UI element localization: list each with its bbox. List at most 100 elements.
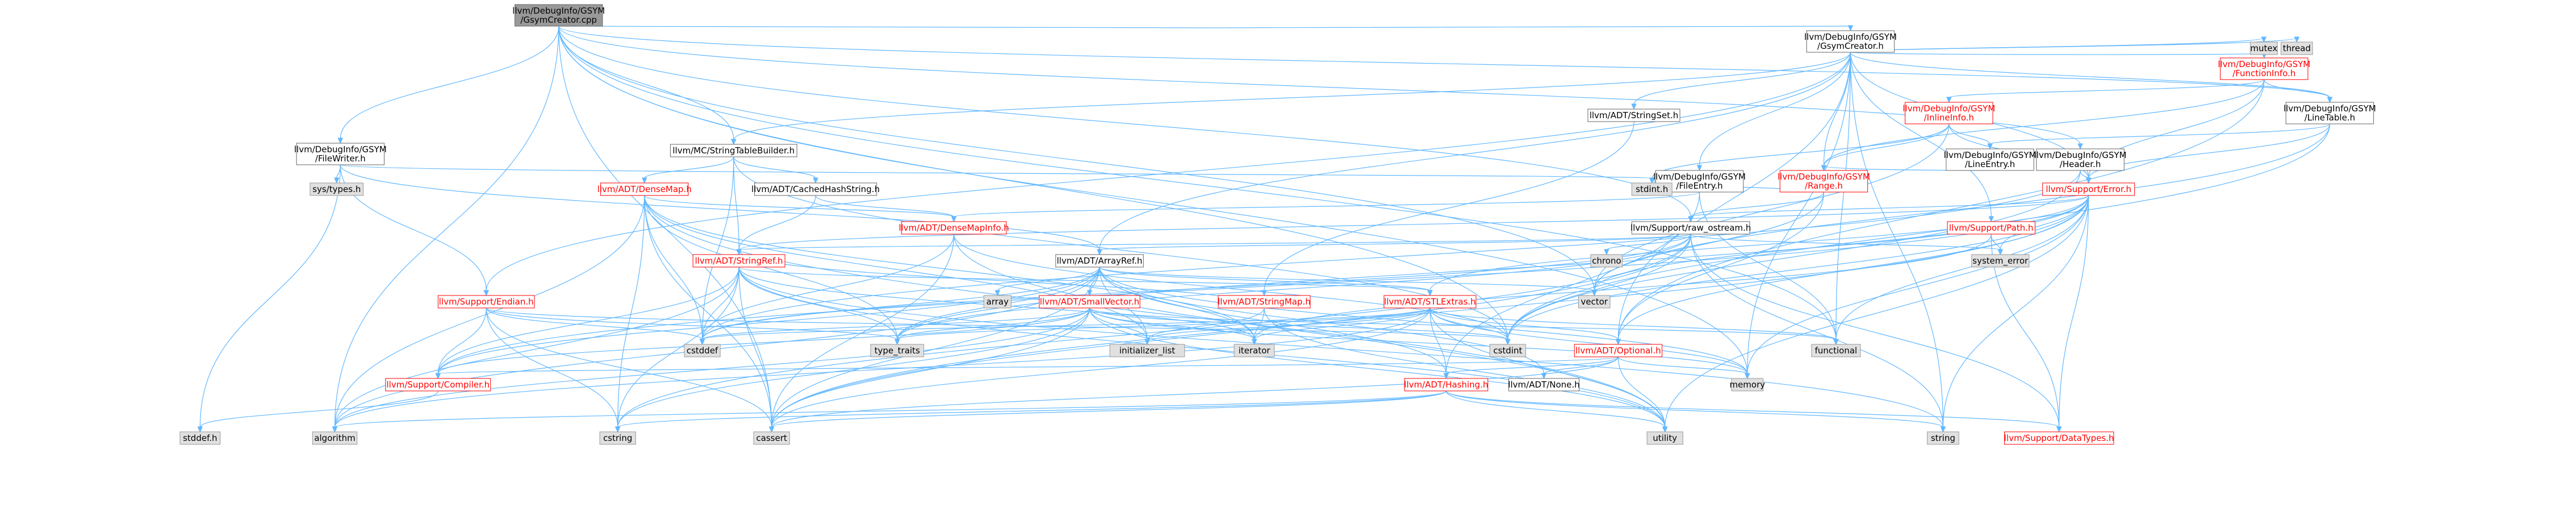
node-stddef-h[interactable]: stddef.h (179, 431, 221, 445)
node-cstdint[interactable]: cstdint (1489, 344, 1527, 357)
edge-line (617, 195, 645, 428)
edge-line (1690, 191, 1825, 218)
node-mutex[interactable]: mutex (2249, 41, 2278, 55)
edge-arrowhead (1997, 249, 2004, 256)
node-thread[interactable]: thread (2281, 41, 2313, 55)
node-error-h[interactable]: llvm/Support/Error.h (2042, 182, 2135, 196)
edge-root-to-gsymcreator-h (558, 25, 1854, 32)
node-cachedhashstring-h[interactable]: llvm/ADT/CachedHashString.h (751, 182, 880, 196)
node-cstring[interactable]: cstring (599, 431, 636, 445)
node-box (1905, 102, 1993, 124)
dependency-edges (197, 25, 2333, 433)
edge-line (1429, 307, 1619, 340)
edge-line (771, 307, 1431, 428)
edge-line (1948, 123, 1990, 145)
node-utility[interactable]: utility (1646, 431, 1683, 445)
node-stdint-h[interactable]: stdint.h (1631, 182, 1672, 196)
node-linetable-h[interactable]: llvm/DebugInfo/GSYM/LineTable.h (2284, 102, 2376, 124)
node-box (1574, 344, 1663, 357)
node-vector[interactable]: vector (1578, 295, 1611, 309)
node-box (1404, 378, 1488, 391)
edge-arrowhead (337, 138, 344, 144)
node-header-h[interactable]: llvm/DebugInfo/GSYM/Header.h (2034, 148, 2127, 171)
node-raw-ostream-h[interactable]: llvm/Support/raw_ostream.h (1630, 221, 1751, 235)
edge-line (1747, 52, 1851, 374)
node-box (312, 431, 358, 445)
node-label: cstddef (687, 345, 718, 356)
node-label: functional (1815, 345, 1858, 356)
edge-endian-h-to-cstring (486, 307, 621, 433)
node-functioninfo-h[interactable]: llvm/DebugInfo/GSYM/FunctionInfo.h (2218, 57, 2310, 80)
edge-line (1835, 195, 2089, 340)
edge-line (1099, 52, 1851, 251)
edge-raw-ostream-h-to-cstring (614, 234, 1691, 433)
node-datatypes-h[interactable]: llvm/Support/DataTypes.h (2004, 431, 2114, 445)
edge-line (340, 26, 559, 139)
node-memory[interactable]: memory (1729, 378, 1765, 391)
edge-line (701, 307, 1431, 340)
edge-line (1429, 307, 1837, 340)
node-box (753, 431, 790, 445)
edge-line (738, 234, 1691, 251)
edge-inlineinfo-h-to-vector (1591, 123, 1950, 297)
edge-line (738, 195, 816, 251)
node-sys-types-h[interactable]: sys/types.h (310, 182, 364, 196)
edge-line (334, 307, 1431, 428)
edge-line (1850, 37, 2264, 53)
edge-stlextras-h-to-utility (1429, 307, 1668, 433)
node-endian-h[interactable]: llvm/Support/Endian.h (437, 295, 535, 309)
node-initializer-list[interactable]: initializer_list (1109, 344, 1185, 357)
node-filewriter-h[interactable]: llvm/DebugInfo/GSYM/FileWriter.h (294, 143, 387, 165)
edge-arrowhead (1541, 373, 1547, 380)
edge-line (1099, 234, 1691, 251)
node-compiler-h[interactable]: llvm/Support/Compiler.h (385, 378, 491, 391)
node-stringref-h[interactable]: llvm/ADT/StringRef.h (692, 254, 785, 268)
edge-line (1990, 234, 2060, 428)
edge-arrowhead (1427, 290, 1433, 297)
node-functional[interactable]: functional (1811, 344, 1861, 357)
node-none-h[interactable]: llvm/ADT/None.h (1508, 378, 1580, 391)
node-iterator[interactable]: iterator (1233, 344, 1275, 357)
node-label: llvm/DebugInfo/GSYM (294, 144, 387, 155)
node-range-h[interactable]: llvm/DebugInfo/GSYM/Range.h (1778, 170, 1870, 193)
edge-line (1690, 195, 2089, 218)
node-array[interactable]: array (983, 295, 1011, 309)
node-densemapinfo-h[interactable]: llvm/ADT/DenseMapInfo.h (898, 221, 1009, 235)
node-arrayref-h[interactable]: llvm/ADT/ArrayRef.h (1055, 254, 1144, 268)
edge-line (558, 26, 1508, 340)
node-hashing-h[interactable]: llvm/ADT/Hashing.h (1404, 378, 1488, 391)
node-type-traits[interactable]: type_traits (870, 344, 925, 357)
node-stlextras-h[interactable]: llvm/ADT/STLExtras.h (1383, 295, 1477, 309)
node-cassert[interactable]: cassert (753, 431, 790, 445)
node-stringmap-h[interactable]: llvm/ADT/StringMap.h (1218, 295, 1311, 309)
node-string[interactable]: string (1927, 431, 1959, 445)
node-algorithm[interactable]: algorithm (312, 431, 358, 445)
node-stringset-h[interactable]: llvm/ADT/StringSet.h (1587, 109, 1680, 122)
edge-densemap-h-to-iterator (644, 195, 1257, 345)
edge-arrowhead (332, 426, 338, 433)
edge-fileentry-h-to-densemapinfo-h (951, 191, 1700, 223)
edge-line (644, 195, 1148, 340)
edge-stlextras-h-to-optional-h (1429, 307, 1621, 345)
node-smallvector-h[interactable]: llvm/ADT/SmallVector.h (1039, 295, 1140, 309)
node-lineentry-h[interactable]: llvm/DebugInfo/GSYM/LineEntry.h (1944, 148, 2036, 171)
edge-line (1850, 52, 1992, 218)
edge-line (2264, 79, 2331, 98)
node-label: llvm/ADT/Optional.h (1575, 345, 1661, 356)
node-path-h[interactable]: llvm/Support/Path.h (1947, 221, 2035, 235)
edge-line (558, 26, 1748, 374)
node-chrono[interactable]: chrono (1590, 254, 1623, 268)
node-gsymcreator-h[interactable]: llvm/DebugInfo/GSYM/GsymCreator.h (1804, 30, 1897, 53)
node-inlineinfo-h[interactable]: llvm/DebugInfo/GSYM/InlineInfo.h (1902, 102, 1995, 124)
node-densemap-h[interactable]: llvm/ADT/DenseMap.h (597, 182, 692, 196)
node-system-error[interactable]: system_error (1971, 254, 2030, 268)
node-optional-h[interactable]: llvm/ADT/Optional.h (1574, 344, 1663, 357)
node-box (754, 182, 877, 196)
edge-raw-ostream-h-to-arrayref-h (1097, 234, 1691, 256)
node-label: array (986, 297, 1009, 307)
node-box (1779, 170, 1868, 193)
node-cstddef[interactable]: cstddef (684, 344, 721, 357)
node-stringtablebuilder-h[interactable]: llvm/MC/StringTableBuilder.h (670, 144, 797, 157)
edge-line (334, 195, 645, 428)
edge-line (644, 195, 772, 428)
